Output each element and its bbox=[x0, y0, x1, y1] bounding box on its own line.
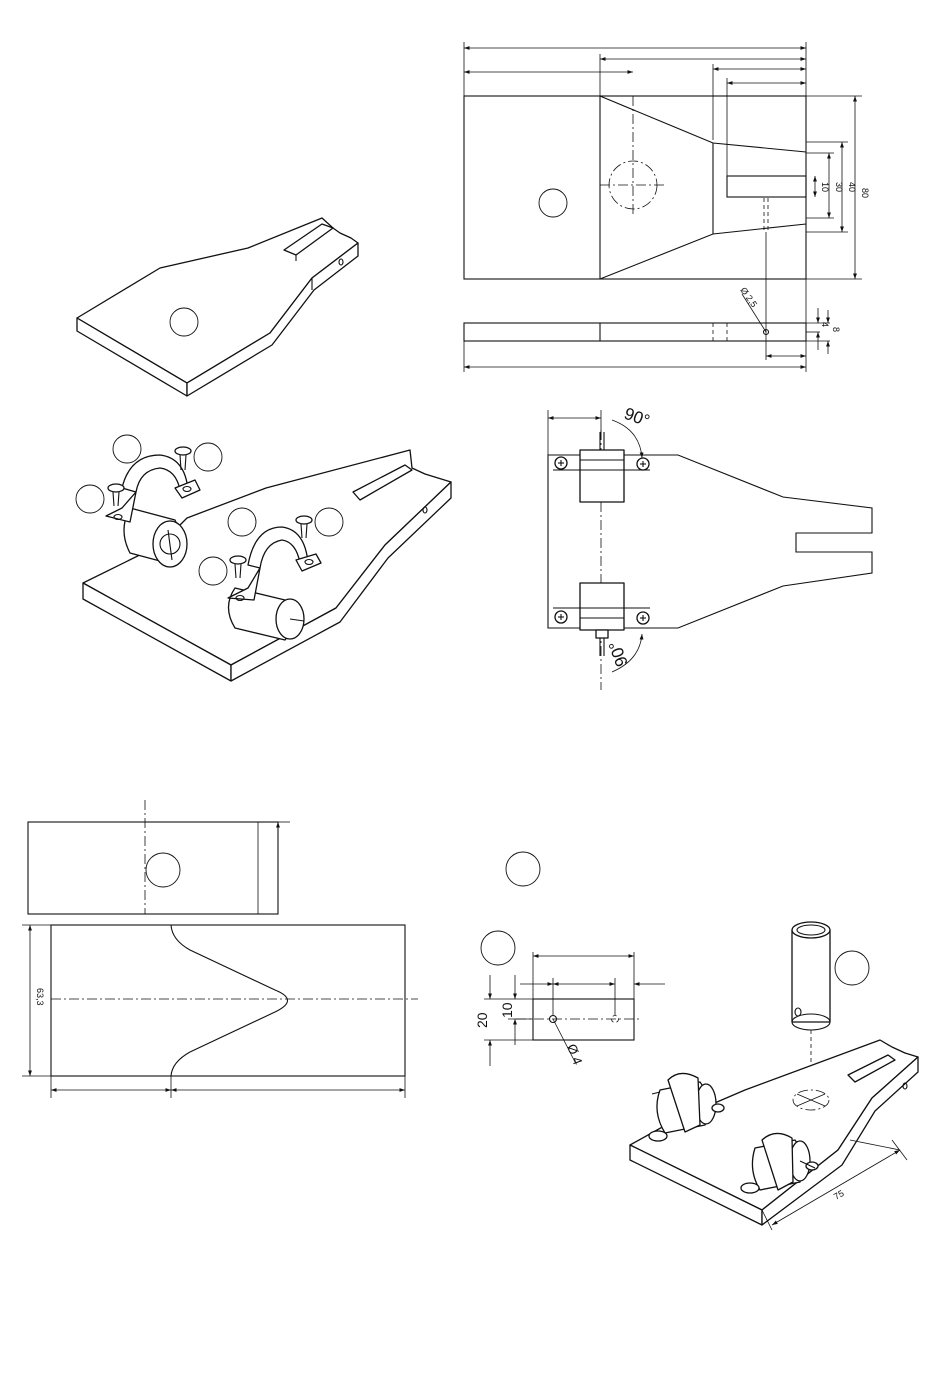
top-motor-upper bbox=[553, 432, 650, 502]
plate-isometric bbox=[77, 218, 358, 396]
plate-side-view: Ø 2,5 4 8 bbox=[464, 285, 841, 372]
assembly-top-view: 90° 90° bbox=[548, 404, 872, 690]
dim-20: 20 bbox=[474, 1012, 490, 1028]
callout-tube-label bbox=[506, 852, 540, 886]
angle-bottom: 90° bbox=[605, 638, 632, 669]
callout-tube-flat bbox=[481, 931, 515, 965]
dim-8: 8 bbox=[831, 327, 841, 332]
callout-screw-a bbox=[194, 443, 222, 471]
dim-10b: 10 bbox=[499, 1002, 515, 1018]
callout-plate bbox=[170, 308, 198, 336]
dim-hole-d25: Ø 2,5 bbox=[738, 285, 759, 309]
callout-clip-b bbox=[228, 508, 256, 536]
callout-motor-b bbox=[199, 557, 227, 585]
callout-clip-a bbox=[113, 435, 141, 463]
assembly-isometric bbox=[76, 435, 451, 681]
dim-75: 75 bbox=[832, 1188, 846, 1202]
dim-10: 10 bbox=[820, 182, 830, 192]
dim-63-3: 63,3 bbox=[35, 988, 45, 1006]
top-motor-lower bbox=[553, 583, 650, 656]
screw-b-icon bbox=[108, 484, 124, 506]
callout-top-view bbox=[539, 189, 567, 217]
callout-cutout bbox=[146, 853, 180, 887]
dim-4: 4 bbox=[820, 322, 830, 327]
tube-part bbox=[792, 922, 830, 1030]
tube-detail: 20 10 Ø 4 bbox=[474, 852, 665, 1067]
callout-tube-part bbox=[835, 951, 869, 985]
callout-screw-b bbox=[76, 485, 104, 513]
angle-top: 90° bbox=[622, 404, 653, 431]
final-assembly: 75 bbox=[630, 922, 918, 1230]
callout-screw-c bbox=[315, 508, 343, 536]
dim-80: 80 bbox=[860, 188, 870, 198]
cutout-template: 63,3 bbox=[22, 800, 418, 1098]
dim-40: 40 bbox=[847, 182, 857, 192]
dim-hole-d4: Ø 4 bbox=[564, 1042, 585, 1067]
dim-30: 30 bbox=[834, 182, 844, 192]
